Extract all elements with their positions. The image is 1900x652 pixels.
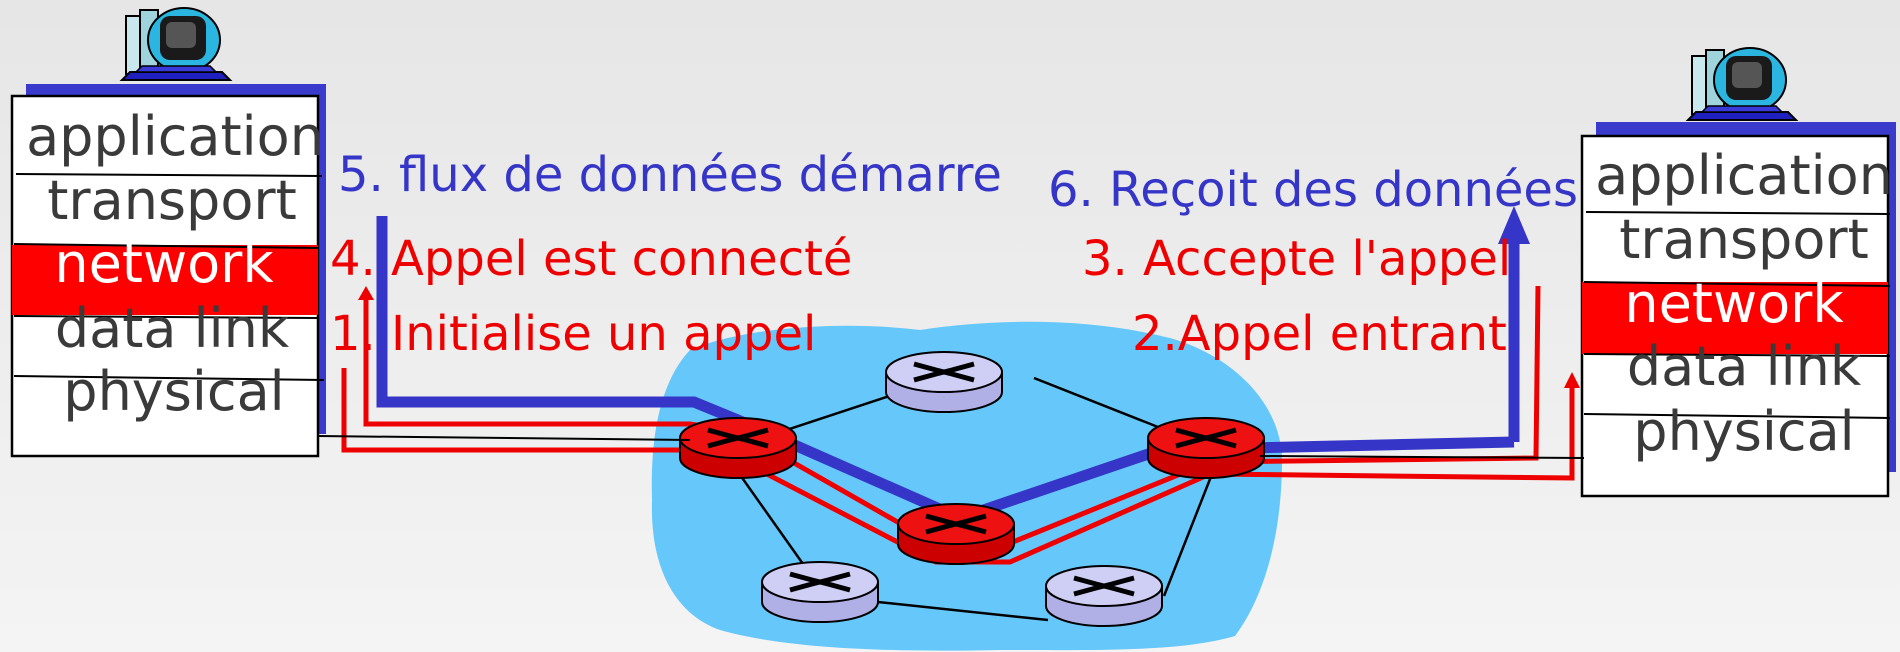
- layer-transport: transport: [47, 169, 297, 232]
- host-right: application transport network data link …: [1580, 47, 1896, 498]
- step-1-label: 1. Initialise un appel: [330, 306, 816, 362]
- step-4-label: 4. Appel est connecté: [330, 231, 852, 287]
- desktop-computer-icon: [121, 7, 231, 81]
- desktop-computer-icon: [1687, 47, 1797, 121]
- layer-transport: transport: [1619, 208, 1869, 271]
- host-left: application transport network data link …: [10, 7, 326, 458]
- step-5-label: 5. flux de données démarre: [338, 147, 1002, 203]
- router-icon: [898, 504, 1014, 564]
- router-icon: [1046, 566, 1162, 626]
- layer-physical: physical: [1633, 400, 1854, 463]
- router-icon: [680, 418, 796, 478]
- layer-data-link: data link: [1627, 335, 1862, 398]
- access-link-right: [1259, 455, 1585, 459]
- step-2-label: 2.Appel entrant: [1132, 306, 1507, 362]
- network-layer-highlight: [1582, 282, 1888, 354]
- layer-network: network: [1624, 272, 1844, 335]
- router-icon: [1148, 418, 1264, 478]
- layer-physical: physical: [63, 360, 284, 423]
- router-icon: [886, 352, 1002, 412]
- layer-application: application: [1595, 144, 1893, 207]
- layer-network: network: [54, 232, 274, 295]
- layer-data-link: data link: [55, 297, 290, 360]
- network-layer-highlight: [12, 245, 318, 315]
- layer-application: application: [26, 105, 324, 168]
- access-link-left: [317, 435, 691, 441]
- step-6-label: 6. Reçoit des données: [1048, 162, 1578, 218]
- router-icon: [762, 562, 878, 622]
- step-3-label: 3. Accepte l'appel: [1082, 231, 1511, 287]
